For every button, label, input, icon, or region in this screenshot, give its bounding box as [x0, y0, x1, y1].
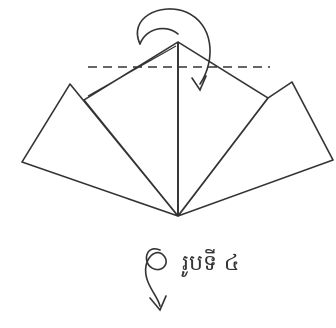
fold-arrow-top — [137, 9, 210, 90]
turn-over-arrow — [146, 249, 167, 310]
right-inner-panel — [178, 42, 268, 216]
paper-fan — [22, 42, 333, 216]
right-outer-flap — [178, 82, 333, 216]
figure-caption: រូបទី ៤ — [181, 249, 240, 277]
left-top-double-edge — [88, 46, 176, 96]
left-inner-panel — [84, 42, 178, 216]
left-outer-flap — [22, 84, 178, 216]
